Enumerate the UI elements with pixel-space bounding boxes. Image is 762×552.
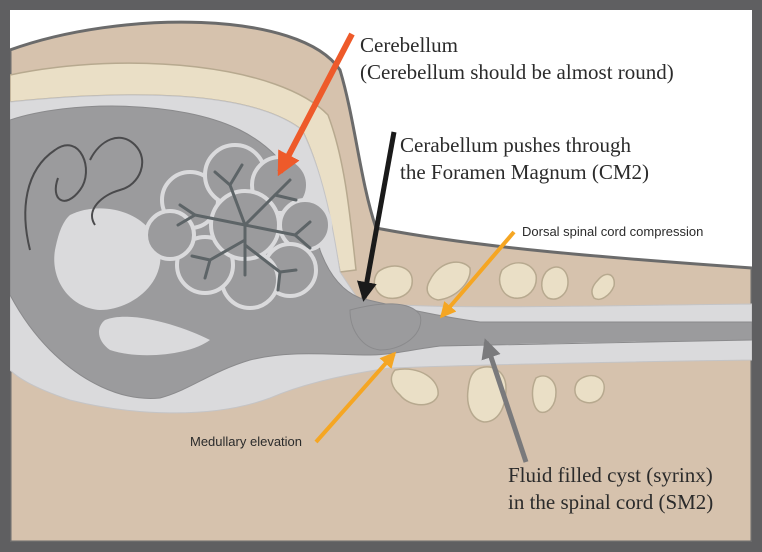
syrinx-label: Fluid filled cyst (syrinx) in the spinal… <box>508 462 713 516</box>
cerebellum-title: Cerebellum <box>360 32 674 59</box>
syrinx-line-1: Fluid filled cyst (syrinx) <box>508 462 713 489</box>
medullary-elevation-label: Medullary elevation <box>190 434 302 450</box>
dorsal-compression-label: Dorsal spinal cord compression <box>522 224 703 240</box>
cerebellum-label: Cerebellum (Cerebellum should be almost … <box>360 32 674 86</box>
syrinx-line-2: in the spinal cord (SM2) <box>508 489 713 516</box>
diagram-panel: Cerebellum (Cerebellum should be almost … <box>10 10 752 542</box>
foramen-line-2: the Foramen Magnum (CM2) <box>400 159 649 186</box>
foramen-line-1: Cerabellum pushes through <box>400 132 649 159</box>
cerebellum-note: (Cerebellum should be almost round) <box>360 59 674 86</box>
foramen-label: Cerabellum pushes through the Foramen Ma… <box>400 132 649 186</box>
